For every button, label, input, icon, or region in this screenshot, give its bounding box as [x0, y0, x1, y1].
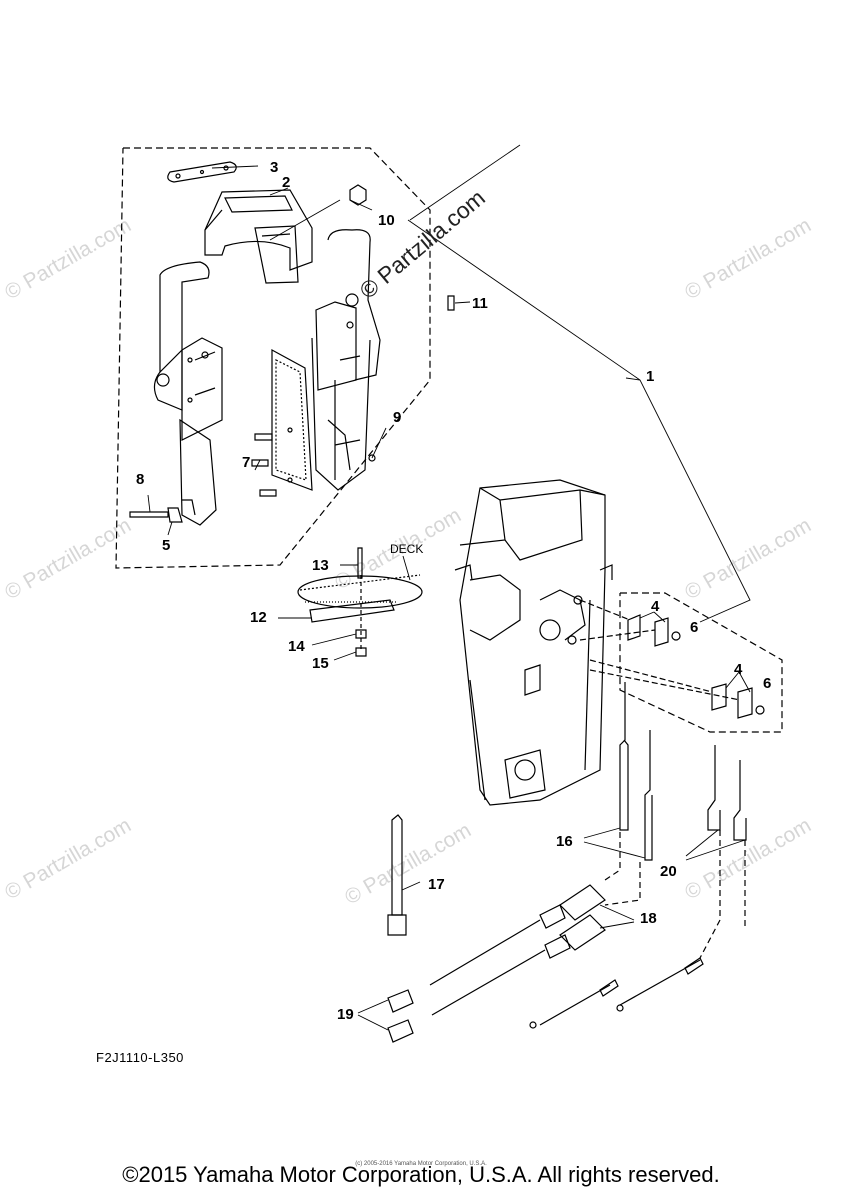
callout-5: 5: [162, 537, 170, 554]
small-copyright: (c) 2005-2016 Yamaha Motor Corporation, …: [355, 1161, 487, 1167]
part-3-plate: [167, 161, 237, 183]
left-control-lever: [153, 261, 223, 526]
part-11-bolt: [447, 295, 455, 311]
watermark-text: © Partzilla.com: [1, 214, 135, 305]
callout-7: 7: [242, 454, 250, 471]
watermark-text: © Partzilla.com: [1, 814, 135, 905]
copyright-notice: ©2015 Yamaha Motor Corporation, U.S.A. A…: [122, 1162, 720, 1187]
callout-20: 20: [660, 863, 677, 880]
watermark-text: © Partzilla.com: [681, 814, 815, 905]
watermark-layer: © Partzilla.com © Partzilla.com © Partzi…: [1, 214, 815, 910]
line-art: [115, 144, 783, 1043]
callout-11: 11: [472, 295, 488, 312]
callout-12: 12: [250, 609, 267, 626]
part-17-cable-tie: [387, 814, 407, 936]
watermark-text: © Partzilla.com: [1, 514, 135, 605]
callout-9: 9: [393, 409, 401, 426]
diagram-code: F2J1110-L350: [96, 1050, 184, 1065]
part-9-screw: [368, 454, 376, 462]
callout-6: 6: [763, 675, 771, 692]
callout-2: 2: [282, 174, 290, 191]
callout-14: 14: [288, 638, 305, 655]
callout-4: 4: [734, 661, 743, 678]
callout-19: 19: [337, 1006, 354, 1023]
callout-10: 10: [378, 212, 395, 229]
part-16-20-cable-ends: [619, 682, 747, 861]
callout-4: 4: [651, 598, 660, 615]
group-boundary-upper: [115, 147, 431, 569]
watermark-text: © Partzilla.com: [681, 514, 815, 605]
middle-gasket-plate: [271, 348, 313, 491]
callout-18: 18: [640, 910, 657, 927]
part-2-cover: [204, 189, 313, 284]
group-boundary-lower: [619, 592, 783, 733]
callout-17: 17: [428, 876, 445, 893]
part-callouts: 1 2 3 4 4 5 6 6 7 8 9 10 11 12 13 14 15 …: [136, 159, 771, 1023]
part-10-cap: [349, 184, 367, 206]
callout-3: 3: [270, 159, 278, 176]
callout-13: 13: [312, 557, 329, 574]
callout-15: 15: [312, 655, 329, 672]
routing-dashes: [604, 830, 746, 959]
watermark-text: © Partzilla.com: [681, 214, 815, 305]
leader-lines: [147, 144, 751, 1031]
part-7-screws: [251, 433, 277, 497]
part-4-6-cable-joints: [579, 599, 765, 719]
callout-6: 6: [690, 619, 698, 636]
callout-1: 1: [646, 368, 654, 385]
deck-label: DECK: [390, 542, 423, 556]
remote-control-housing: [454, 479, 613, 806]
part-8-screw: [129, 511, 169, 518]
watermark-text: © Partzilla.com: [341, 819, 475, 910]
part-18-19-cables: [387, 884, 704, 1043]
right-control-lever: [311, 229, 381, 491]
callout-16: 16: [556, 833, 573, 850]
callout-8: 8: [136, 471, 144, 488]
part-12-deck-template: [297, 547, 423, 657]
part-5-clip: [167, 499, 196, 523]
